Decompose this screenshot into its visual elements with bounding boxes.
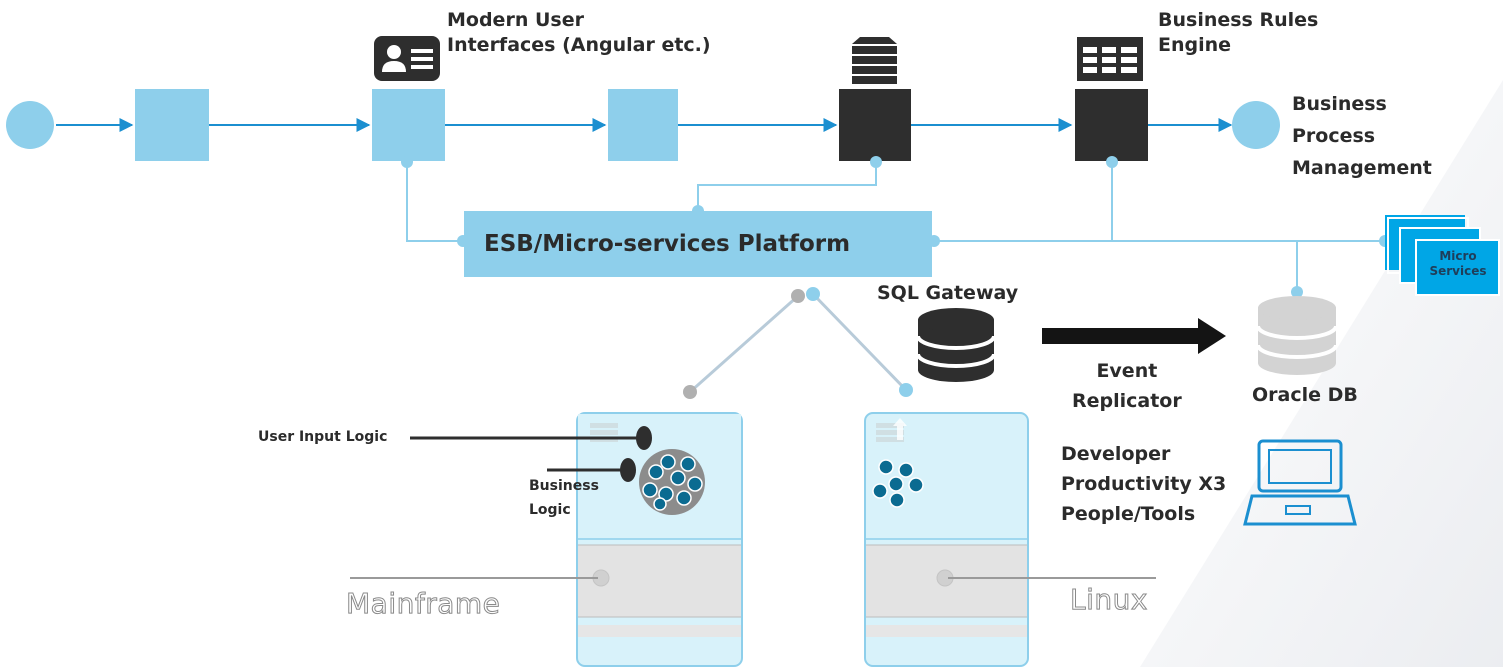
- esb-platform-box: ESB/Micro-services Platform: [464, 211, 932, 277]
- server-process-box: [839, 89, 911, 161]
- esb-connectors: [406, 162, 1385, 292]
- connector-dot: [791, 289, 805, 303]
- connector-dot: [683, 385, 697, 399]
- modern-ui-label: Modern User Interfaces (Angular etc.): [447, 9, 711, 56]
- sql-gateway-label: SQL Gateway: [877, 282, 1019, 304]
- business-rules-label: Business Rules Engine: [1158, 9, 1319, 56]
- user-input-logic-label: User Input Logic: [258, 429, 388, 445]
- linux-server: [864, 412, 1029, 667]
- rules-process-box: [1075, 89, 1148, 161]
- connector-dot: [806, 287, 820, 301]
- business-logic-label: Business Logic: [529, 478, 599, 518]
- connector-dot: [899, 383, 913, 397]
- start-event-circle: [6, 101, 54, 149]
- database-icon: [916, 308, 996, 382]
- oracle-db-label: Oracle DB: [1252, 384, 1358, 406]
- micro-services-icon: [1385, 215, 1500, 296]
- bpm-label: Business Process Management: [1292, 93, 1432, 179]
- gateway-connectors: [689, 292, 908, 394]
- linux-label: Linux: [1070, 583, 1148, 617]
- process-step-box: [608, 89, 678, 161]
- server-stack-icon: [852, 37, 897, 84]
- micro-services-label: Micro Services: [1429, 249, 1487, 278]
- esb-label: ESB/Micro-services Platform: [484, 231, 851, 257]
- mainframe-label: Mainframe: [345, 587, 501, 621]
- replication-arrow: [1042, 318, 1226, 354]
- oracle-db-icon: [1256, 296, 1338, 375]
- event-replicator-label: Event Replicator: [1072, 360, 1182, 412]
- laptop-icon: [1243, 439, 1357, 526]
- table-grid-icon: [1077, 37, 1143, 81]
- process-step-box: [135, 89, 209, 161]
- ui-process-box: [372, 89, 445, 161]
- person-card-icon: [374, 36, 440, 81]
- pointer-lines: [410, 426, 652, 482]
- end-event-circle: [1232, 101, 1280, 149]
- developer-productivity-label: Developer Productivity X3 People/Tools: [1061, 443, 1227, 525]
- mainframe-server: [576, 412, 743, 667]
